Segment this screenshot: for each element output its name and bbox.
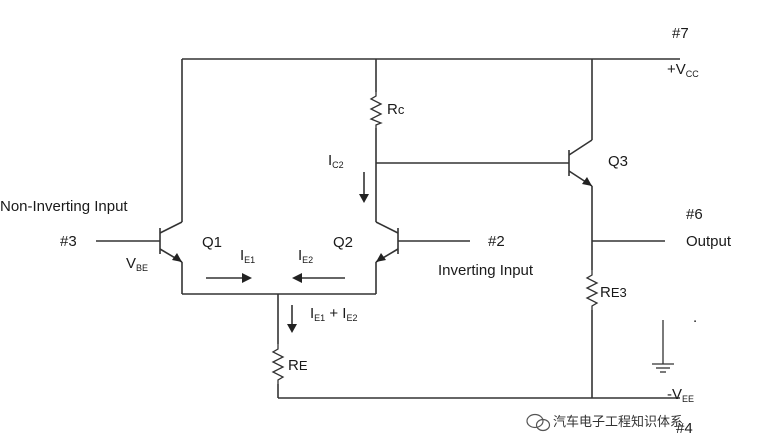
pin3-label: #3 (60, 233, 77, 250)
ie2-label: IE2 (298, 247, 313, 265)
q3-transistor (568, 139, 593, 187)
ie1-arrow (206, 273, 252, 283)
ic2-label: IC2 (328, 152, 344, 170)
watermark-text: 汽车电子工程知识体系 (553, 414, 683, 430)
ground-icon (652, 320, 674, 373)
non-inverting-input-label: Non-Inverting Input (0, 198, 128, 215)
re3-label: RE3 (600, 284, 627, 301)
wires (96, 58, 680, 399)
wechat-icon (526, 413, 551, 432)
rc-label: Rc (387, 101, 405, 118)
watermark: 汽车电子工程知识体系 (526, 413, 683, 432)
ie-sum-arrow (287, 305, 297, 333)
re-resistor (271, 344, 285, 384)
re3-resistor (585, 270, 599, 310)
q2-transistor (375, 221, 399, 263)
ie1-label: IE1 (240, 247, 255, 265)
ie-sum-label: IE1 + IE2 (310, 305, 357, 323)
ic2-arrow (359, 172, 369, 203)
q1-transistor (159, 221, 183, 263)
q1-label: Q1 (202, 234, 222, 251)
ie2-arrow (292, 273, 345, 283)
q3-label: Q3 (608, 153, 628, 170)
vcc-label: +VCC (667, 61, 699, 79)
vbe-label: VBE (126, 255, 148, 273)
inverting-input-label: Inverting Input (438, 262, 534, 279)
rc-resistor (369, 92, 383, 128)
q2-label: Q2 (333, 234, 353, 251)
pin7-label: #7 (672, 25, 689, 42)
pin4-label: #4 (676, 420, 693, 437)
output-label: Output (686, 233, 732, 250)
stray-dot: . (693, 309, 697, 326)
re-label: RE (288, 357, 308, 374)
pin6-label: #6 (686, 206, 703, 223)
pin2-label: #2 (488, 233, 505, 250)
vee-label: -VEE (667, 386, 694, 404)
